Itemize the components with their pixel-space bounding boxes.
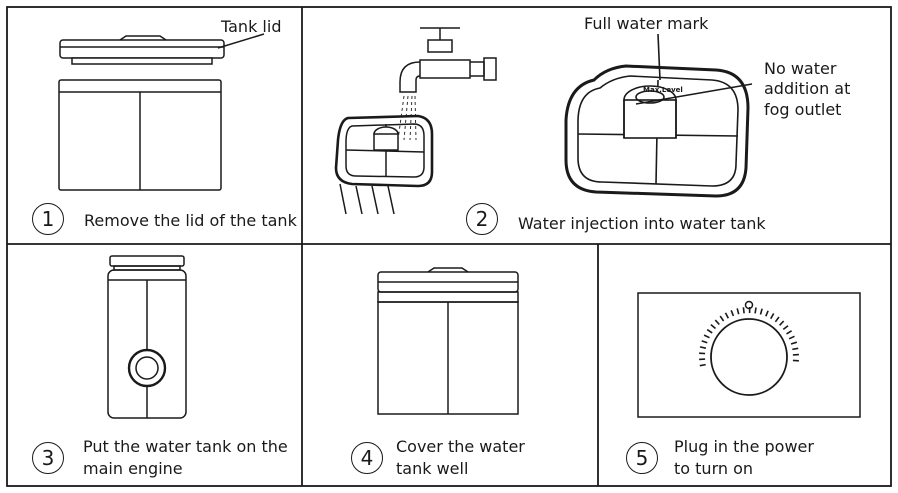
step-number-5: 5 [626, 442, 658, 474]
indicator-tick [710, 323, 717, 330]
indicator-tick [703, 334, 710, 339]
indicator-tick [730, 310, 735, 317]
caption-step-3-line-1: Put the water tank on the [83, 437, 288, 456]
max-level-mark: Max.Level [643, 86, 683, 94]
callout-no-water-2: addition at [764, 79, 850, 98]
step-number-4: 4 [351, 442, 383, 474]
indicator-ticks [699, 306, 799, 367]
control-panel-illustration [637, 292, 861, 418]
caption-step-4-line-2: tank well [396, 459, 469, 478]
tank-lid-illustration [58, 33, 265, 191]
caption-step-5-line-2: to turn on [674, 459, 754, 478]
indicator-tick [724, 312, 730, 319]
indicator-tick [742, 307, 745, 314]
indicator-tick [714, 319, 720, 326]
indicator-tick [779, 320, 785, 326]
indicator-tick [770, 313, 775, 320]
indicator-tick [782, 325, 789, 331]
callout-no-water-1: No water [764, 59, 837, 78]
indicator-tick [736, 308, 740, 315]
indicator-tick [786, 330, 793, 335]
faucet-illustration [397, 27, 497, 141]
callout-no-water-3: fog outlet [764, 100, 841, 119]
step-number-1: 1 [32, 203, 64, 235]
indicator-tick [699, 346, 707, 349]
indicator-tick [788, 335, 795, 340]
humidifier-illustration [107, 255, 187, 419]
indicator-tick [765, 310, 769, 317]
indicator-tick [790, 341, 798, 345]
step-number-2: 2 [466, 203, 498, 235]
indicator-tick [719, 315, 725, 322]
small-tank-illustration [334, 114, 434, 215]
caption-step-2: Water injection into water tank [518, 214, 766, 233]
indicator-tick [701, 340, 708, 344]
step-number-3: 3 [32, 442, 64, 474]
indicator-tick [699, 363, 706, 367]
caption-step-5-line-1: Plug in the power [674, 437, 814, 456]
callout-full-water-mark: Full water mark [584, 14, 709, 33]
indicator-tick [792, 347, 799, 351]
caption-step-1: Remove the lid of the tank [84, 211, 297, 230]
covered-tank-illustration [377, 267, 519, 415]
caption-step-4-line-1: Cover the water [396, 437, 525, 456]
indicator-tick [774, 316, 780, 323]
panel-grid [6, 6, 892, 487]
tank-topview-illustration [564, 33, 753, 198]
indicator-tick [706, 328, 713, 334]
caption-step-3-line-2: main engine [83, 459, 183, 478]
indicator-tick [759, 308, 763, 315]
indicator-tick [754, 307, 757, 314]
callout-tank-lid: Tank lid [220, 17, 281, 36]
